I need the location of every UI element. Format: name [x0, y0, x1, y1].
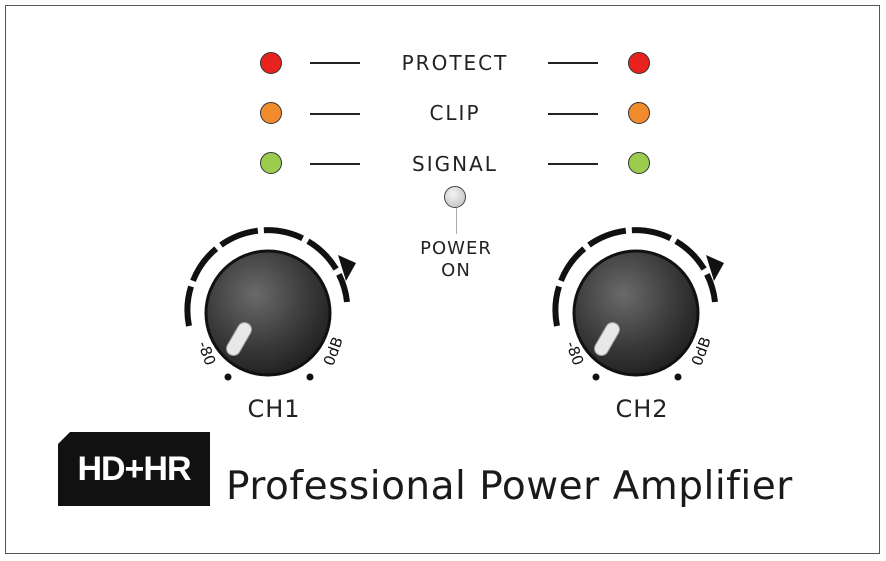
protect-dash-right [548, 62, 598, 64]
ch2-max-dot [674, 373, 682, 381]
power-on-label: POWER ON [386, 238, 526, 282]
clip-dash-left [310, 113, 360, 115]
ch1-volume-knob[interactable]: -80 0dB [160, 205, 380, 405]
product-title: Professional Power Amplifier [226, 464, 793, 509]
power-connector-line [456, 208, 457, 234]
signal-led-ch2 [628, 152, 650, 174]
ch1-knob-body [204, 249, 332, 377]
ch2-label: CH2 [615, 395, 669, 423]
ch1-label: CH1 [247, 395, 301, 423]
ch2-knob-pointer [594, 321, 620, 357]
ch2-volume-knob[interactable]: -80 0dB [528, 205, 748, 405]
brand-badge-text: HD+HR [77, 450, 191, 488]
signal-dash-left [310, 163, 360, 165]
ch1-scale-arrow-icon [338, 255, 356, 281]
brand-badge-logo: HD+HR [58, 432, 210, 506]
protect-led-ch2 [628, 52, 650, 74]
power-label-line2: ON [441, 260, 471, 281]
clip-dash-right [548, 113, 598, 115]
ch1-knob-pointer [226, 321, 252, 357]
signal-dash-right [548, 163, 598, 165]
ch2-knob-body [572, 249, 700, 377]
signal-led-ch1 [260, 152, 282, 174]
ch1-max-dot [306, 373, 314, 381]
power-label-line1: POWER [420, 238, 492, 259]
clip-led-ch2 [628, 102, 650, 124]
ch2-min-dot [592, 373, 600, 381]
ch1-min-dot [224, 373, 232, 381]
ch1-scale-arc [184, 227, 350, 327]
ch2-scale-arrow-icon [706, 255, 724, 281]
signal-label: SIGNAL [412, 152, 498, 176]
protect-led-ch1 [260, 52, 282, 74]
clip-label: CLIP [429, 101, 481, 125]
clip-led-ch1 [260, 102, 282, 124]
power-led [444, 186, 466, 208]
ch2-scale-arc [552, 227, 718, 327]
protect-dash-left [310, 62, 360, 64]
protect-label: PROTECT [401, 51, 509, 75]
